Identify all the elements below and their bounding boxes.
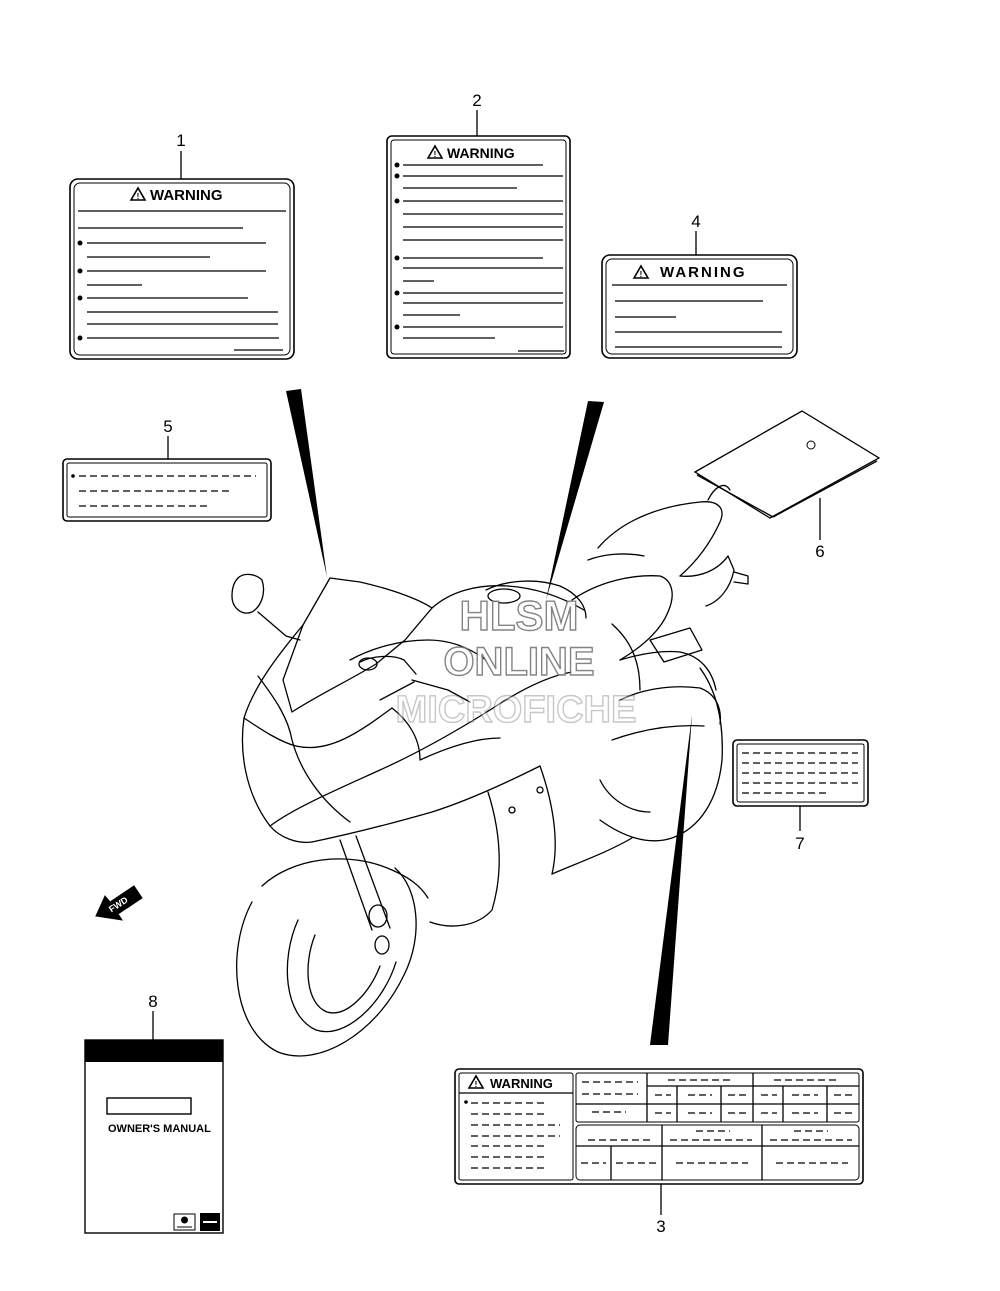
warning-triangle-icon: !: [129, 186, 147, 201]
callout-4: 4: [691, 212, 700, 231]
warning-triangle-icon: !: [426, 144, 444, 159]
callout-2: 2: [472, 91, 481, 110]
svg-text:!: !: [137, 192, 140, 201]
manual-title: OWNER'S MANUAL: [108, 1123, 211, 1135]
callout-1: 1: [176, 131, 185, 150]
callout-3: 3: [656, 1217, 665, 1236]
label-7[interactable]: [732, 739, 869, 807]
label-1-warning-title: WARNING: [150, 187, 223, 204]
label-5[interactable]: [62, 458, 272, 522]
label-8-owners-manual[interactable]: OWNER'S MANUAL: [84, 1039, 224, 1234]
pointer-wedge-label-2: [546, 401, 604, 600]
label-3-warning-title: WARNING: [490, 1076, 553, 1091]
fwd-arrow-icon: FWD: [95, 885, 143, 921]
pointer-wedge-label-3: [650, 715, 692, 1045]
label-1[interactable]: ! WARNING: [69, 178, 295, 360]
watermark-line-1: HLSM: [460, 592, 579, 639]
watermark-line-2: ONLINE: [443, 640, 594, 684]
label-6[interactable]: [693, 410, 881, 519]
suzuki-logo-icon: [173, 1213, 196, 1231]
svg-text:!: !: [434, 150, 437, 159]
label-2-warning-title: WARNING: [447, 145, 515, 161]
watermark: HLSM ONLINE MICROFICHE: [395, 591, 637, 731]
callout-8: 8: [148, 992, 157, 1011]
svg-text:!: !: [475, 1080, 478, 1089]
label-4-warning-title: WARNING: [660, 264, 747, 281]
watermark-line-3: MICROFICHE: [396, 689, 637, 731]
pointer-wedge-label-1: [286, 389, 327, 577]
callout-7: 7: [795, 834, 804, 853]
warning-triangle-icon: !: [632, 264, 650, 279]
callout-5: 5: [163, 417, 172, 436]
label-2[interactable]: ! WARNING: [386, 135, 571, 359]
label-4[interactable]: ! WARNING: [601, 254, 798, 359]
svg-text:!: !: [640, 270, 643, 279]
label-3[interactable]: ! WARNING: [454, 1068, 864, 1185]
warning-triangle-icon: !: [467, 1074, 485, 1089]
motorcycle-illustration: [231, 484, 749, 1057]
callout-6: 6: [815, 542, 824, 561]
